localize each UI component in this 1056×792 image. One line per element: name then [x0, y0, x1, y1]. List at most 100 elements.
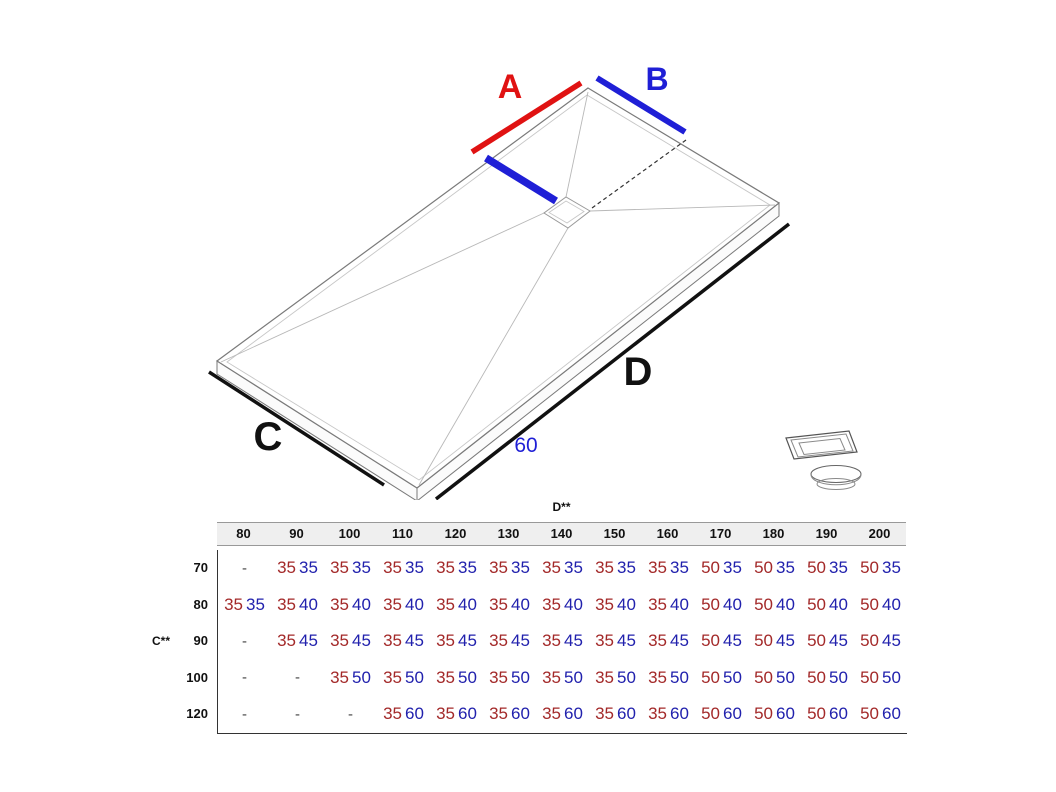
value-red: 50: [807, 558, 826, 578]
value-blue: 35: [776, 558, 795, 578]
value-blue: 45: [299, 631, 318, 651]
value-blue: 50: [776, 667, 795, 687]
value-blue: 45: [882, 631, 901, 651]
value-red: 50: [807, 667, 826, 687]
value-red: 35: [542, 558, 561, 578]
value-red: 35: [595, 631, 614, 651]
value-blue: 50: [723, 667, 742, 687]
value-blue: 35: [564, 558, 583, 578]
dimension-line-c: [208, 370, 385, 487]
value-blue: 35: [670, 558, 689, 578]
size-cell: -: [271, 696, 324, 733]
value-red: 35: [595, 594, 614, 614]
value-red: 35: [489, 667, 508, 687]
empty-cell-dash: -: [348, 705, 353, 723]
value-red: 35: [436, 704, 455, 724]
value-red: 35: [330, 594, 349, 614]
value-blue: 35: [352, 558, 371, 578]
value-red: 50: [701, 594, 720, 614]
row-header-120: 120: [186, 706, 208, 721]
value-blue: 50: [882, 667, 901, 687]
value-red: 35: [542, 594, 561, 614]
value-blue: 40: [617, 594, 636, 614]
value-red: 50: [754, 594, 773, 614]
value-red: 50: [860, 704, 879, 724]
empty-cell-dash: -: [295, 705, 300, 723]
column-header-100: 100: [338, 526, 361, 541]
drain-detail-icon: [785, 430, 862, 490]
size-cell: -: [271, 660, 324, 697]
row-header-80: 80: [193, 596, 208, 612]
value-red: 35: [595, 704, 614, 724]
value-blue: 40: [723, 594, 742, 614]
value-red: 50: [754, 667, 773, 687]
label-d: D: [624, 350, 653, 394]
value-blue: 45: [617, 631, 636, 651]
value-blue: 60: [776, 704, 795, 724]
value-blue: 40: [776, 594, 795, 614]
row-header-100: 100: [186, 669, 208, 685]
value-red: 35: [277, 558, 296, 578]
label-c: C: [254, 415, 283, 459]
value-blue: 60: [564, 704, 583, 724]
value-blue: 60: [617, 704, 636, 724]
value-red: 50: [807, 631, 826, 651]
drain-body-bottom-ellipse: [816, 478, 856, 490]
column-header-190: 190: [815, 526, 838, 541]
value-blue: 40: [670, 594, 689, 614]
value-red: 50: [860, 558, 879, 578]
empty-cell-dash: -: [295, 669, 300, 687]
column-header-120: 120: [444, 526, 467, 541]
value-blue: 50: [458, 667, 477, 687]
drain-square: [543, 196, 591, 229]
size-cell: -: [218, 696, 271, 733]
value-blue: 60: [829, 704, 848, 724]
column-header-160: 160: [656, 526, 679, 541]
value-red: 35: [542, 704, 561, 724]
fold-line-right: [589, 204, 776, 212]
size-cell: -: [218, 660, 271, 697]
value-blue: 45: [670, 631, 689, 651]
drain-body-side: [810, 474, 862, 486]
value-red: 35: [330, 558, 349, 578]
value-blue: 50: [617, 667, 636, 687]
value-red: 35: [383, 631, 402, 651]
value-blue: 50: [564, 667, 583, 687]
dotted-guide-line: [591, 139, 687, 209]
empty-cell-dash: -: [242, 559, 247, 577]
